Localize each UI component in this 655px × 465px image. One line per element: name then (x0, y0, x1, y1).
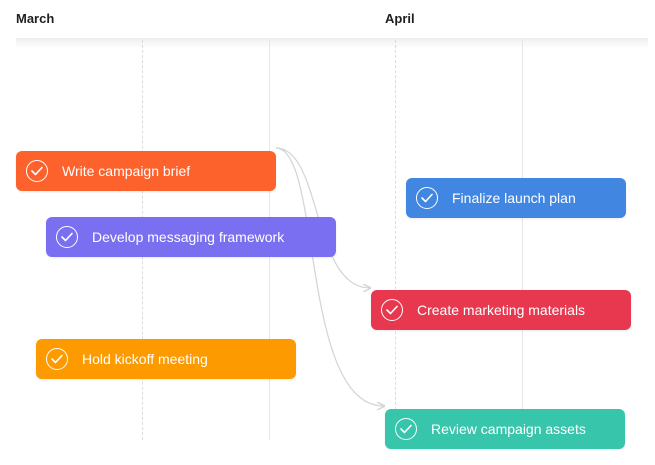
check-circle-icon[interactable] (416, 187, 438, 209)
month-label-april: April (385, 11, 415, 26)
check-circle-icon[interactable] (26, 160, 48, 182)
check-circle-icon[interactable] (381, 299, 403, 321)
header-divider (16, 38, 648, 48)
task-name: Write campaign brief (62, 163, 191, 179)
task-name: Develop messaging framework (92, 229, 285, 245)
task-bar-develop-messaging-framework[interactable]: Develop messaging framework (46, 217, 336, 257)
dependency-line (275, 147, 384, 406)
task-name: Hold kickoff meeting (82, 351, 208, 367)
task-bar-finalize-launch-plan[interactable]: Finalize launch plan (406, 178, 626, 218)
task-bar-hold-kickoff-meeting[interactable]: Hold kickoff meeting (36, 339, 296, 379)
gridline (522, 40, 523, 440)
gridline (395, 40, 396, 440)
check-circle-icon[interactable] (46, 348, 68, 370)
task-name: Review campaign assets (431, 421, 586, 437)
task-name: Finalize launch plan (452, 190, 576, 206)
task-bar-write-campaign-brief[interactable]: Write campaign brief (16, 151, 276, 191)
month-label-march: March (16, 11, 55, 26)
check-circle-icon[interactable] (56, 226, 78, 248)
task-name: Create marketing materials (417, 302, 586, 318)
timeline-header: March April (0, 0, 655, 40)
task-bar-review-campaign-assets[interactable]: Review campaign assets (385, 409, 625, 449)
task-bar-create-marketing-materials[interactable]: Create marketing materials (371, 290, 631, 330)
check-circle-icon[interactable] (395, 418, 417, 440)
